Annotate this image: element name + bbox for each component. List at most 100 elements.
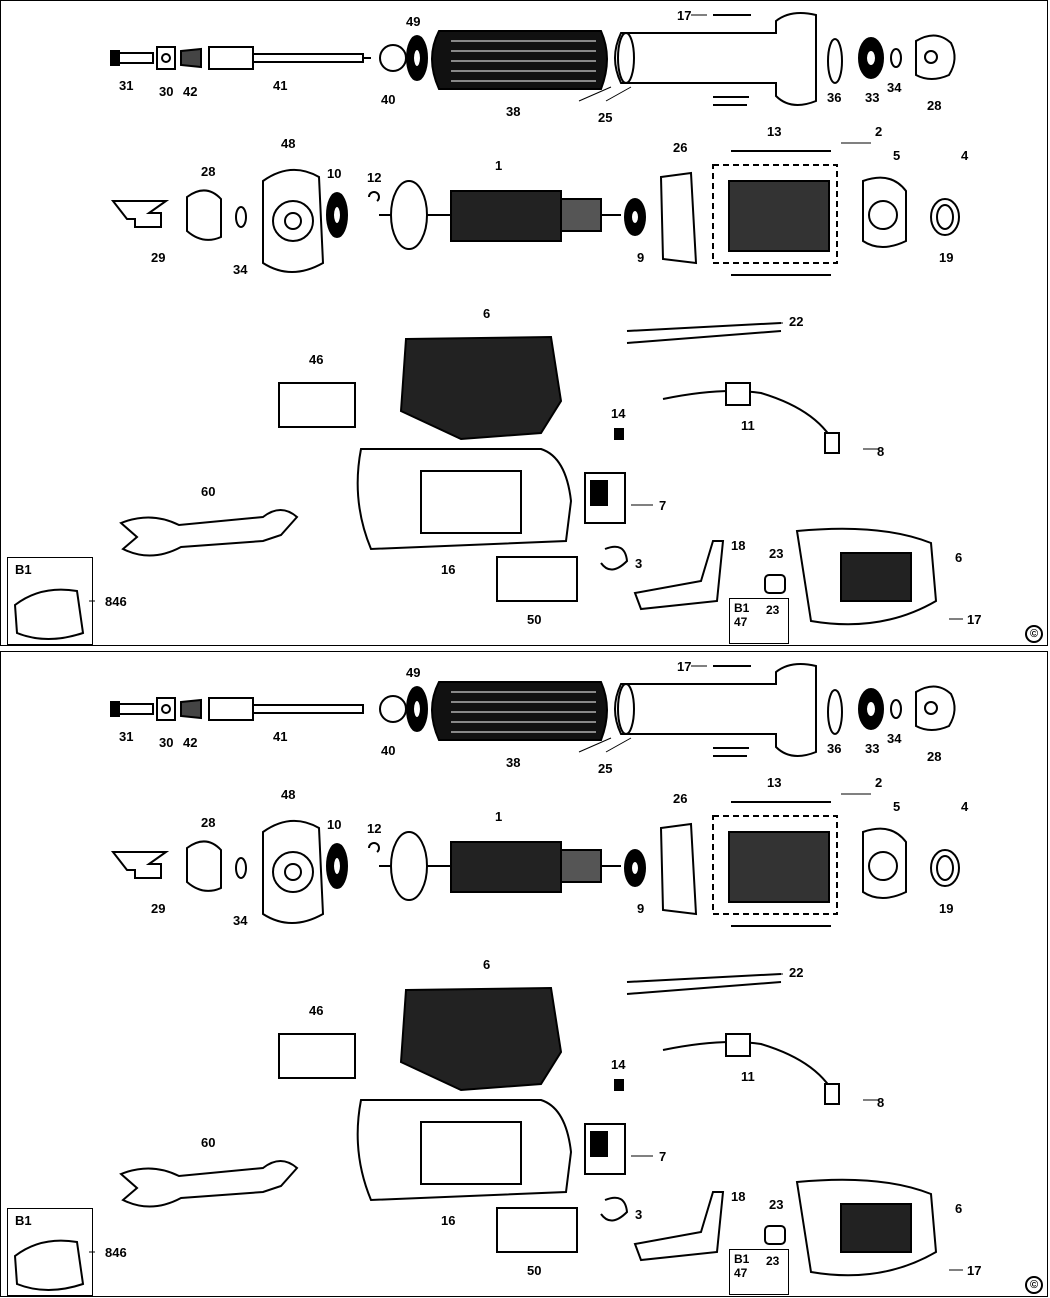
callout-846: 846 [105,1245,127,1260]
callout-36: 36 [827,741,842,756]
parts-artwork [13,663,963,1291]
callout-18: 18 [731,1189,746,1204]
part-6-rear-cover [795,527,938,626]
callout-31: 31 [119,78,134,93]
callout-13: 13 [767,124,782,139]
callout-12: 12 [367,821,382,836]
part-23-button [764,574,786,594]
part-31-screw [110,701,154,717]
part-46-label [278,382,356,428]
copyright-icon: © [1025,1276,1043,1294]
part-17-screws [713,665,751,757]
callout-14: 14 [611,1057,626,1072]
callout-31: 31 [119,729,134,744]
callout-33: 33 [865,741,880,756]
callout-28-b: 28 [201,815,216,830]
callout-40: 40 [381,743,396,758]
b1-box-label: B1 [15,562,32,577]
callout-29: 29 [151,250,166,265]
part-30-nut [156,46,176,70]
part-48-bearing-plate [262,820,325,924]
callout-26: 26 [673,140,688,155]
callout-60: 60 [201,484,216,499]
part-5-brush-holder [862,827,907,899]
part-36-washer [827,38,843,84]
b1-small-label: B1 [734,601,750,615]
callout-846: 846 [105,594,127,609]
part-28-cap-2 [186,189,222,241]
callout-1: 1 [495,158,503,173]
part-33-bearing [858,688,884,730]
copyright-icon: © [1025,625,1043,643]
part-60-wrench [119,509,299,557]
callout-5: 5 [893,799,901,814]
callout-40: 40 [381,92,396,107]
callout-2: 2 [875,775,883,790]
b1-small-box: B1 47 23 [729,598,789,644]
part-846-bag [13,588,85,640]
b1-small-label: B1 [734,1252,750,1266]
exploded-diagram-sheet-bottom: 31 30 42 41 40 49 38 25 17 36 33 34 28 4… [0,651,1048,1297]
callout-50: 50 [527,612,542,627]
callout-41: 41 [273,729,288,744]
callout-9: 9 [637,250,645,265]
part-1-armature [379,180,621,250]
part-50-label [496,556,578,602]
callout-34-b: 34 [233,262,248,277]
part-7-switch [584,472,626,524]
part-22-leads [626,322,782,344]
part-48-bearing-plate [262,169,325,273]
callout-4: 4 [961,148,969,163]
part-42-collet [180,698,202,720]
callout-11: 11 [741,1069,755,1084]
part-49-bearing [406,35,428,81]
part-29-key [110,200,170,228]
part-9-bearing [624,198,646,236]
part-9-bearing [624,849,646,887]
callout-19: 19 [939,250,954,265]
callout-30: 30 [159,84,174,99]
parts-artwork [13,12,963,640]
b1-box-label: B1 [15,1213,32,1228]
callout-14: 14 [611,406,626,421]
callout-60: 60 [201,1135,216,1150]
part-28-cap-2 [186,840,222,892]
callout-2: 2 [875,124,883,139]
callout-6: 6 [483,957,491,972]
callout-50: 50 [527,1263,542,1278]
part-1-armature [379,831,621,901]
callout-26: 26 [673,791,688,806]
callout-47: 47 [734,615,748,629]
callout-48: 48 [281,136,296,151]
callout-28: 28 [927,98,942,113]
part-17-screws [713,14,751,106]
callout-22: 22 [789,965,804,980]
callout-1: 1 [495,809,503,824]
callout-23-small: 23 [766,1254,780,1268]
callout-4: 4 [961,799,969,814]
part-41-spindle [208,697,364,721]
part-11-8-cable [662,382,840,454]
part-5-brush-holder [862,176,907,248]
callout-38: 38 [506,755,521,770]
callout-6: 6 [483,306,491,321]
part-14-spring [614,428,624,440]
part-6-rear-cover [795,1178,938,1277]
callout-12: 12 [367,170,382,185]
part-28-cap [915,685,956,731]
part-40-ring [379,695,407,723]
callout-34-b: 34 [233,913,248,928]
part-36-washer [827,689,843,735]
part-26-baffle [659,171,698,265]
part-13-long-screws [731,801,831,927]
callout-10: 10 [327,817,342,832]
callout-11: 11 [741,418,755,433]
callout-49: 49 [406,14,421,29]
callout-23: 23 [769,546,784,561]
callout-48: 48 [281,787,296,802]
callout-3: 3 [635,1207,643,1222]
callout-23: 23 [769,1197,784,1212]
part-10-bearing [326,843,348,889]
callout-5: 5 [893,148,901,163]
callout-46: 46 [309,1003,324,1018]
